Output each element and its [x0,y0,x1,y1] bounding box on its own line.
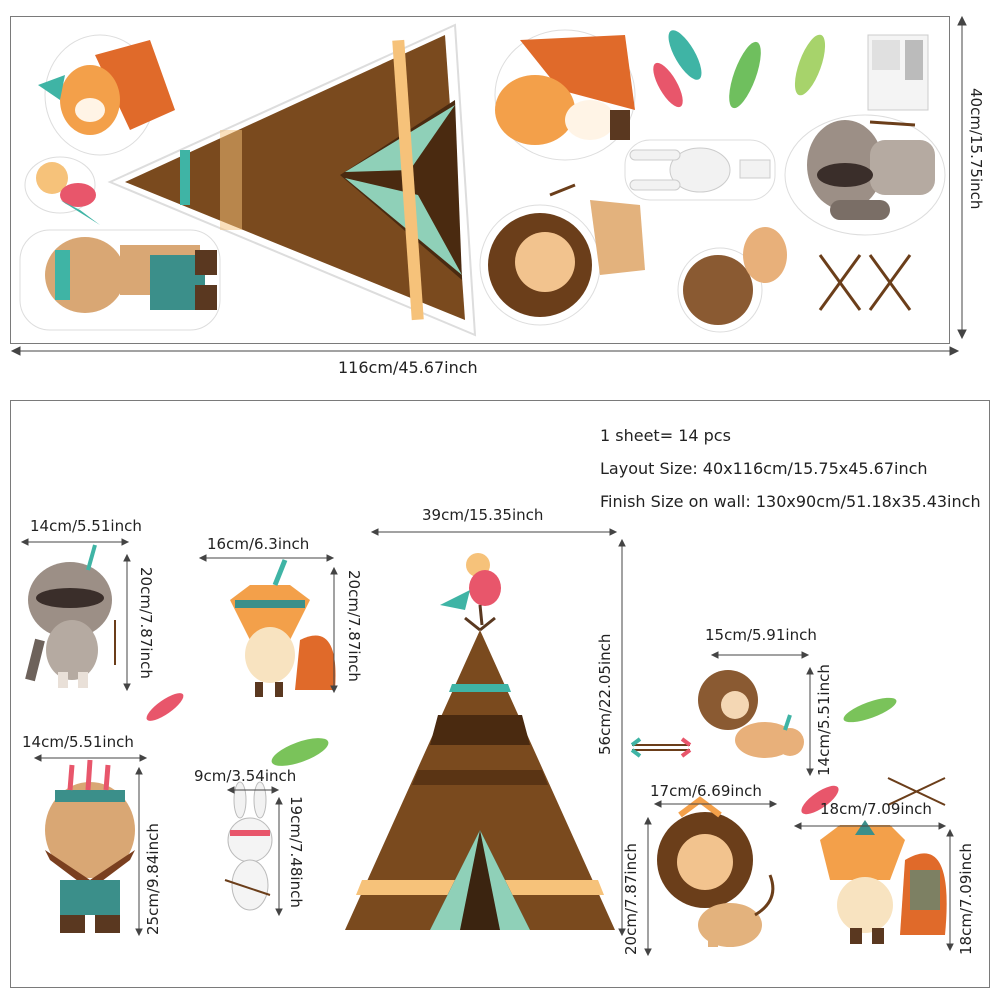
teepee-sticker [345,616,615,930]
bear-sticker [45,759,135,933]
lion-sticker [657,796,775,947]
big-fox-width-line [793,822,947,830]
sheet-width-dimension-line [10,346,960,356]
rabbit-height-line [275,796,283,917]
sheet-width-label: 116cm/45.67inch [338,358,478,377]
teepee-height-label: 56cm/22.05inch [596,633,614,755]
rabbit-width-line [226,786,280,794]
rabbit-sticker [224,781,273,911]
sheet-teepee [107,23,477,337]
teepee-height-line [618,538,626,937]
small-fox-width-line [198,554,335,562]
bear-height-label: 25cm/9.84inch [144,823,162,935]
sheet-bird [24,156,100,225]
squirrel-height-label: 14cm/5.51inch [815,664,833,776]
bear-width-line [33,754,148,762]
small-fox-height-label: 20cm/7.87inch [345,570,363,682]
sticker-sheet-illustrations [10,15,967,356]
raccoon-width-line [20,538,130,546]
feather-green-1 [271,738,329,766]
sheet-arrows [818,120,916,311]
small-fox-width-label: 16cm/6.3inch [207,535,310,553]
small-fox-sticker [230,559,336,697]
rabbit-height-label: 19cm/7.48inch [287,796,305,908]
dimension-panel [10,400,990,988]
big-fox-width-label: 18cm/7.09inch [820,800,932,818]
feather-pink-1 [146,693,184,721]
sheet-product-label [867,34,929,111]
bear-height-line [135,766,143,937]
squirrel-height-line [806,666,814,777]
squirrel-sticker [698,670,804,758]
lion-height-line [644,816,652,957]
bear-width-label: 14cm/5.51inch [22,733,134,751]
small-fox-height-line [330,566,338,694]
sheet-feathers [653,30,826,109]
info-finish-size: Finish Size on wall: 130x90cm/51.18x35.4… [600,492,981,511]
sheet-fox-top-middle [494,29,636,161]
squirrel-width-label: 15cm/5.91inch [705,626,817,644]
info-piece-count: 1 sheet= 14 pcs [600,426,731,445]
sheet-raccoon [784,114,946,236]
bird-sticker [440,553,501,626]
sheet-rabbit [624,139,776,201]
rabbit-width-label: 9cm/3.54inch [194,767,297,785]
teepee-width-line [370,528,618,536]
sheet-height-dimension-line [957,15,967,340]
lion-width-line [653,800,778,808]
feather-pink-2 [801,785,839,815]
lion-height-label: 20cm/7.87inch [622,843,640,955]
big-fox-height-line [946,828,954,952]
lion-width-label: 17cm/6.69inch [650,782,762,800]
sticker-sheet-panel [10,16,950,344]
squirrel-width-line [710,651,810,659]
big-fox-height-label: 18cm/7.09inch [957,843,975,955]
sheet-lion [479,183,645,326]
feather-green-2 [843,697,897,723]
sheet-bear [19,229,221,331]
arrows-pair-1 [630,737,692,758]
raccoon-height-line [123,553,131,692]
teepee-width-label: 39cm/15.35inch [422,506,544,524]
sheet-squirrel [677,227,787,333]
raccoon-width-label: 14cm/5.51inch [30,517,142,535]
arrows-pair-2 [887,777,946,806]
info-layout-size: Layout Size: 40x116cm/15.75x45.67inch [600,459,928,478]
raccoon-sticker [25,544,116,688]
sheet-fox-top-left [38,34,175,156]
big-fox-sticker [820,820,947,944]
raccoon-height-label: 20cm/7.87inch [137,567,155,679]
